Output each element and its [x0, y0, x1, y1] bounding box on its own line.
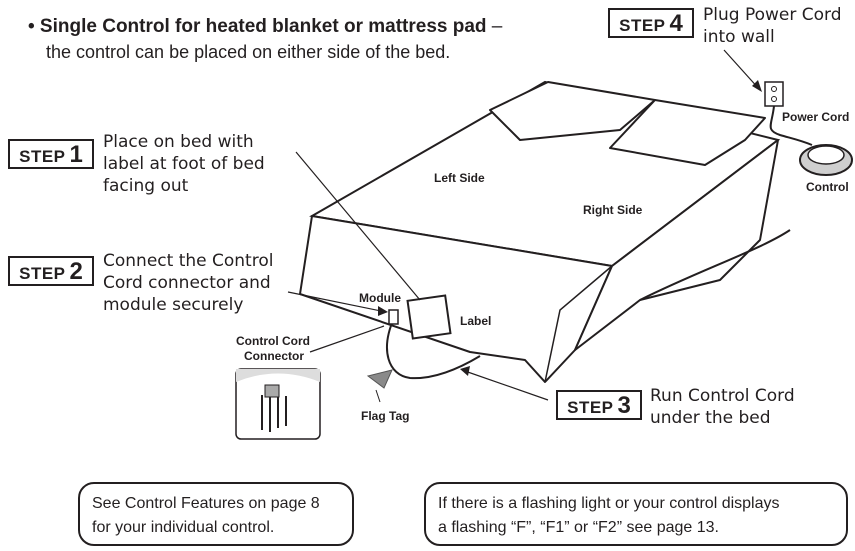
wall-outlet	[764, 81, 784, 107]
flag-tag-label: Flag Tag	[361, 409, 410, 423]
pillow-right	[609, 99, 766, 166]
pointer-step3	[461, 369, 549, 401]
pillow-left	[489, 81, 656, 141]
power-cord	[769, 105, 813, 146]
left-side-label: Left Side	[434, 171, 485, 185]
pointer-step2	[287, 291, 387, 313]
bed-side-skirt	[574, 139, 779, 351]
control-cord-connector-label-line1: Control Cord	[236, 334, 310, 348]
control-cord-connector-label-line2: Connector	[244, 349, 304, 363]
module-label: Module	[359, 291, 401, 305]
pointer-step4	[723, 49, 761, 91]
control-label: Control	[806, 180, 849, 194]
pointer-connector	[309, 325, 385, 353]
power-cord-label: Power Cord	[782, 110, 850, 124]
right-side-label: Right Side	[583, 203, 643, 217]
control-cord	[386, 229, 791, 380]
header-subtitle: the control can be placed on either side…	[46, 42, 451, 62]
label-label: Label	[460, 314, 492, 328]
header-title: • Single Control for heated blanket or m…	[28, 16, 503, 37]
module	[388, 309, 399, 325]
pointer-flag	[375, 389, 381, 403]
note-flashing-light: If there is a flashing light or your con…	[424, 482, 848, 546]
flag-tag	[366, 369, 393, 389]
bed-label	[406, 294, 452, 340]
pointer-step1	[295, 151, 421, 301]
